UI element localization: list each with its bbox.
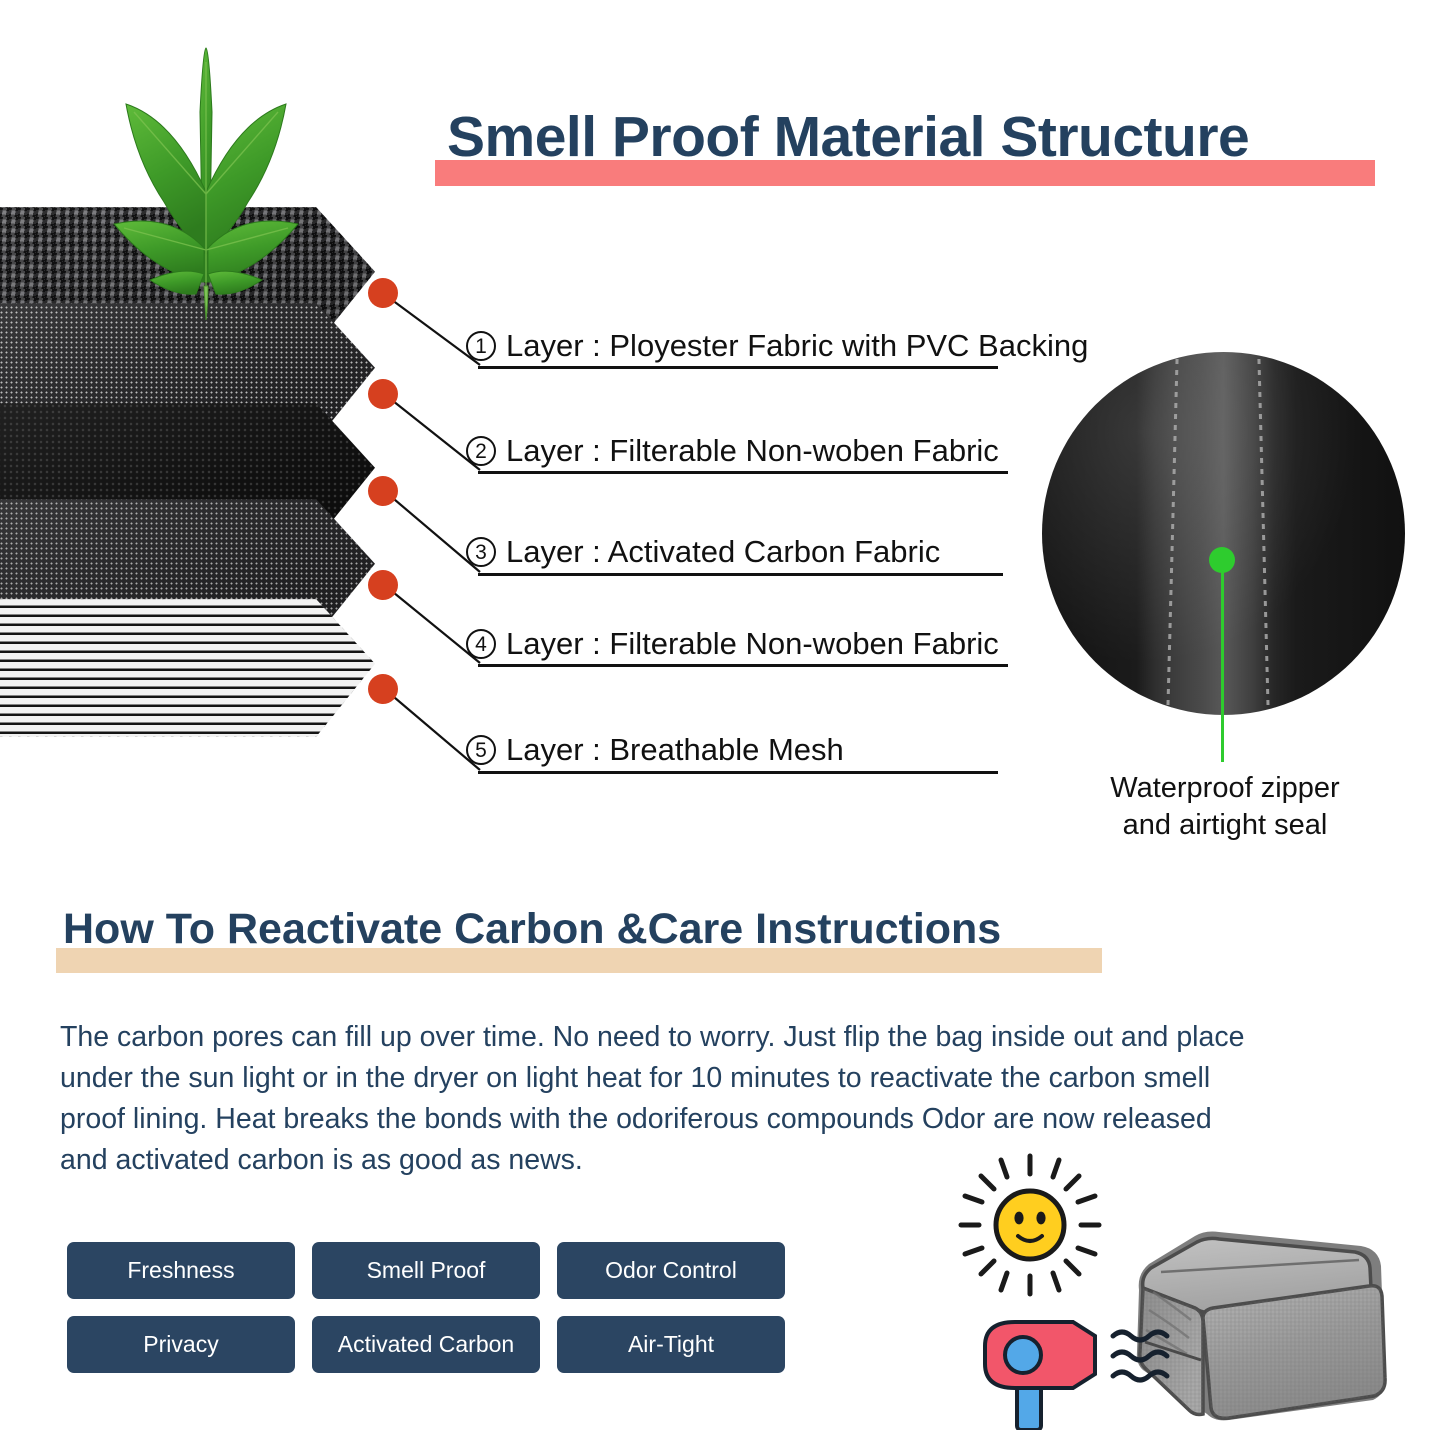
- layer-number-4: 4: [466, 629, 496, 659]
- layer-label-1: Layer : Ployester Fabric with PVC Backin…: [506, 328, 1089, 363]
- layer-swatch-breathable-mesh: [0, 599, 375, 737]
- zipper-pointer-line: [1221, 567, 1224, 762]
- reactivation-illustration: [958, 1153, 1170, 1430]
- material-layer-stack: [0, 190, 440, 850]
- sun-smiling-icon: [958, 1153, 1102, 1297]
- layer-number-2: 2: [466, 436, 496, 466]
- feature-tag-grid: Freshness Smell Proof Odor Control Priva…: [67, 1242, 785, 1373]
- section1-title: Smell Proof Material Structure: [447, 105, 1250, 169]
- layer-number-5: 5: [466, 735, 496, 765]
- layer-row-4: 4 Layer : Filterable Non-woben Fabric: [466, 620, 999, 668]
- feature-tag-privacy[interactable]: Privacy: [67, 1316, 295, 1373]
- feature-tag-air-tight[interactable]: Air-Tight: [557, 1316, 785, 1373]
- layer-underline-3: [478, 573, 1003, 576]
- layer-label-5: Layer : Breathable Mesh: [506, 732, 844, 767]
- care-instructions-body: The carbon pores can fill up over time. …: [60, 1021, 1245, 1177]
- section1-title-highlight: [435, 160, 1375, 186]
- layer-underline-1: [478, 366, 998, 369]
- feature-tag-smell-proof[interactable]: Smell Proof: [312, 1242, 540, 1299]
- layer-underline-5: [478, 771, 998, 774]
- zipper-caption: Waterproof zipper and airtight seal: [1060, 770, 1390, 844]
- section2-title: How To Reactivate Carbon &Care Instructi…: [63, 905, 1002, 953]
- layer-row-1: 1 Layer : Ployester Fabric with PVC Back…: [466, 322, 1088, 370]
- layer-number-1: 1: [466, 331, 496, 361]
- feature-tag-activated-carbon[interactable]: Activated Carbon: [312, 1316, 540, 1373]
- zipper-caption-line2: and airtight seal: [1122, 809, 1328, 842]
- layer-row-2: 2 Layer : Filterable Non-woben Fabric: [466, 427, 999, 475]
- layer-label-4: Layer : Filterable Non-woben Fabric: [506, 626, 999, 661]
- section2-title-highlight: [56, 948, 1102, 973]
- layer-label-2: Layer : Filterable Non-woben Fabric: [506, 433, 999, 468]
- zipper-sheen: [1042, 352, 1405, 715]
- layer-label-3: Layer : Activated Carbon Fabric: [506, 534, 941, 569]
- layer-underline-2: [478, 471, 1008, 474]
- feature-tag-freshness[interactable]: Freshness: [67, 1242, 295, 1299]
- feature-tag-odor-control[interactable]: Odor Control: [557, 1242, 785, 1299]
- hair-dryer-icon: [983, 1320, 1097, 1430]
- zipper-marker-dot: [1209, 547, 1235, 573]
- heat-waves-icon: [1110, 1329, 1170, 1383]
- layer-row-3: 3 Layer : Activated Carbon Fabric: [466, 528, 940, 576]
- cannabis-leaf-icon: [113, 47, 299, 321]
- zipper-detail-photo: [1042, 352, 1405, 762]
- fabric-pouch-bag-icon: [1136, 1231, 1387, 1421]
- layer-number-3: 3: [466, 537, 496, 567]
- zipper-caption-line1: Waterproof zipper: [1110, 772, 1340, 804]
- layer-underline-4: [478, 664, 1008, 667]
- layer-row-5: 5 Layer : Breathable Mesh: [466, 726, 844, 774]
- zipper-circle-image: [1042, 352, 1405, 715]
